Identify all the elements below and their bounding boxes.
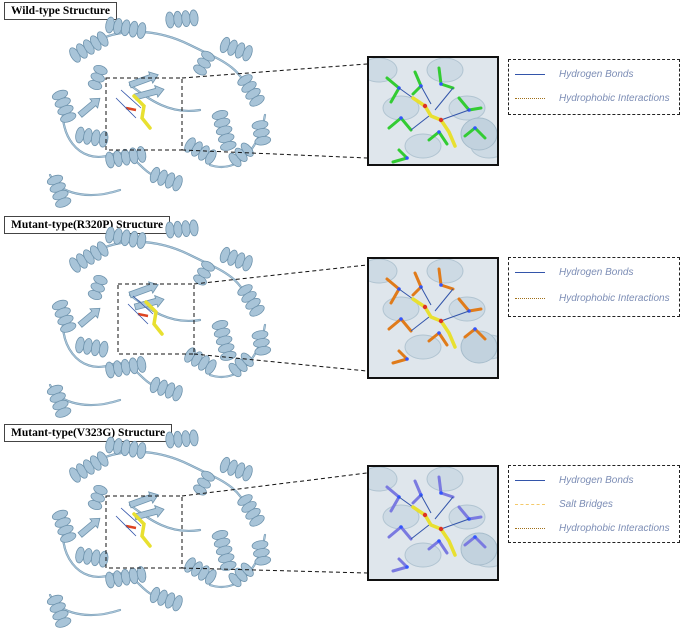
legend: Hydrogen Bonds Hydrophobic Interactions xyxy=(508,257,680,317)
legend-item: Hydrogen Bonds xyxy=(515,265,634,279)
connector-line xyxy=(181,567,368,574)
hydrophobic-line-icon xyxy=(515,527,545,529)
legend-label: Hydrophobic Interactions xyxy=(559,92,670,104)
panel-title: Wild-type Structure xyxy=(4,2,117,20)
legend-label: Hydrogen Bonds xyxy=(559,266,634,278)
panel-mutant-r320p: Mutant-type(R320P) Structure Hydrogen Bo… xyxy=(0,212,685,418)
panel-title: Mutant-type(R320P) Structure xyxy=(4,216,171,234)
ligand xyxy=(115,507,152,548)
legend-item: Hydrogen Bonds xyxy=(515,67,634,81)
ligand xyxy=(127,295,164,336)
protein-cartoon xyxy=(46,9,272,208)
connector-line xyxy=(181,63,368,79)
legend-label: Hydrogen Bonds xyxy=(559,474,634,486)
connector-line xyxy=(193,353,368,372)
ligand xyxy=(411,505,457,557)
protein-figure xyxy=(46,9,368,208)
ligand xyxy=(411,297,457,349)
ligand xyxy=(115,89,152,130)
interacting-residues xyxy=(385,475,487,573)
binding-site-view xyxy=(369,467,497,573)
protein-figure xyxy=(46,219,368,418)
salt-bridge-line-icon xyxy=(515,503,545,505)
legend-item: Hydrophobic Interactions xyxy=(515,91,670,105)
connector-line xyxy=(181,149,368,159)
legend-item: Hydrophobic Interactions xyxy=(515,521,670,535)
legend-item: Hydrophobic Interactions xyxy=(515,291,670,305)
binding-site-view xyxy=(369,58,497,164)
zoom-region-box xyxy=(105,495,183,569)
zoom-region-box xyxy=(105,77,183,151)
legend-label: Salt Bridges xyxy=(559,498,613,510)
binding-site-inset xyxy=(367,257,499,379)
binding-site-inset xyxy=(367,56,499,166)
legend-label: Hydrogen Bonds xyxy=(559,68,634,80)
legend-item: Hydrogen Bonds xyxy=(515,473,634,487)
connector-line xyxy=(193,264,368,285)
binding-site-inset xyxy=(367,465,499,581)
legend: Hydrogen Bonds Hydrophobic Interactions xyxy=(508,59,680,115)
panel-wild-type: Wild-type Structure Hydrogen Bonds Hydro… xyxy=(0,0,685,210)
binding-site-view xyxy=(369,259,497,365)
legend-label: Hydrophobic Interactions xyxy=(559,292,670,304)
hydrophobic-line-icon xyxy=(515,97,545,99)
hbond-line-icon xyxy=(515,479,545,481)
legend: Hydrogen Bonds Salt Bridges Hydrophobic … xyxy=(508,465,680,543)
connector-line xyxy=(181,472,368,497)
hydrophobic-line-icon xyxy=(515,297,545,299)
panel-title: Mutant-type(V323G) Structure xyxy=(4,424,173,442)
ligand xyxy=(411,96,457,148)
panel-mutant-v323g: Mutant-type(V323G) Structure Hydrogen Bo… xyxy=(0,420,685,628)
hbond-line-icon xyxy=(515,271,545,273)
protein-cartoon xyxy=(46,219,272,418)
hbond-lines xyxy=(398,494,470,540)
protein-figure xyxy=(46,429,368,628)
hbond-line-icon xyxy=(515,73,545,75)
legend-item: Salt Bridges xyxy=(515,497,613,511)
protein-cartoon xyxy=(46,429,272,628)
legend-label: Hydrophobic Interactions xyxy=(559,522,670,534)
zoom-region-box xyxy=(117,283,195,355)
